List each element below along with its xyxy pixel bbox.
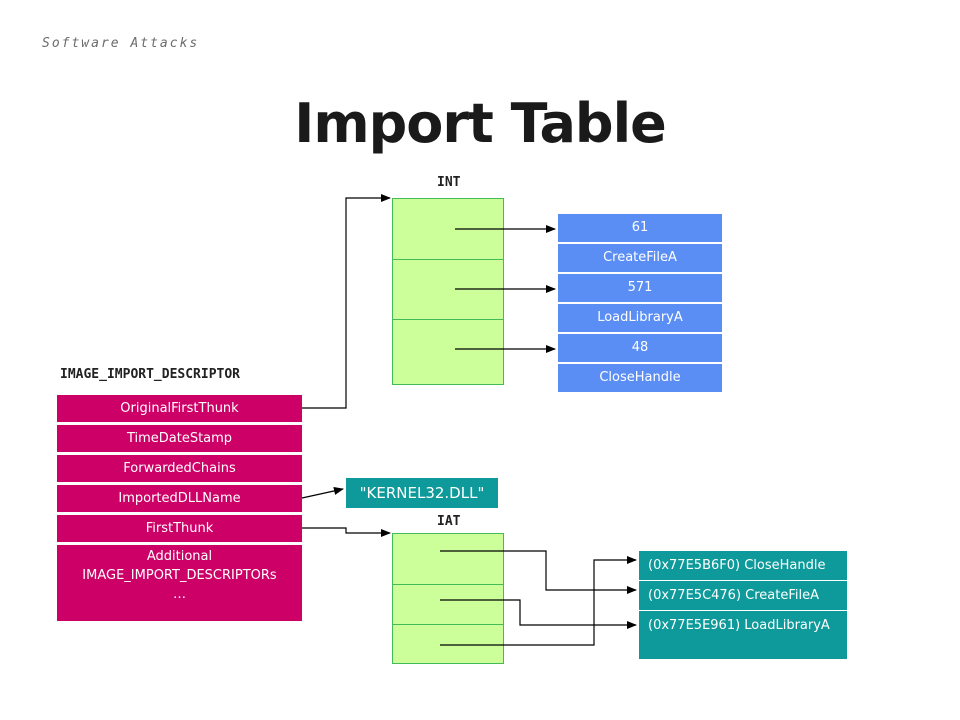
arrow-iat-to-func [440,556,637,646]
slide-title: Import Table [294,92,666,155]
descriptor-additional-line: Additional [146,549,213,564]
iat-entry: (0x77E5B6F0) CloseHandle [639,551,847,580]
int-entry-hint: 61 [558,214,722,242]
arrow-ft-to-iat [302,527,391,537]
descriptor-field: OriginalFirstThunk [57,395,302,422]
iat-entry: (0x77E5C476) CreateFileA [639,581,847,610]
iat-divider [393,624,503,625]
int-divider [393,259,503,260]
int-entry-name: LoadLibraryA [558,304,722,332]
arrow-oft-to-int [302,194,391,409]
descriptor-field: ImportedDLLName [57,485,302,512]
int-entry-hint: 571 [558,274,722,302]
descriptor-additional-line: IMAGE_IMPORT_DESCRIPTORs [82,568,277,583]
int-entry-name: CloseHandle [558,364,722,392]
int-divider [393,319,503,320]
int-entry-hint: 48 [558,334,722,362]
iat-entry: (0x77E5E961) LoadLibraryA [639,611,847,659]
iat-label: IAT [437,514,461,529]
int-entry-name: CreateFileA [558,244,722,272]
descriptor-field: ForwardedChains [57,455,302,482]
descriptor-field: FirstThunk [57,515,302,542]
arrow-iat-to-func [440,599,637,629]
descriptor-field: TimeDateStamp [57,425,302,452]
arrow-iat-to-func [440,550,637,594]
arrow-dllname-to-kernel [301,487,344,499]
descriptor-additional-line: … [173,587,186,602]
section-header: Software Attacks [42,36,200,51]
iat-divider [393,584,503,585]
descriptor-additional: Additional IMAGE_IMPORT_DESCRIPTORs … [57,545,302,621]
iat-array [392,533,504,664]
descriptor-label: IMAGE_IMPORT_DESCRIPTOR [60,367,241,382]
int-label: INT [437,175,461,190]
dll-name-box: "KERNEL32.DLL" [346,478,498,508]
